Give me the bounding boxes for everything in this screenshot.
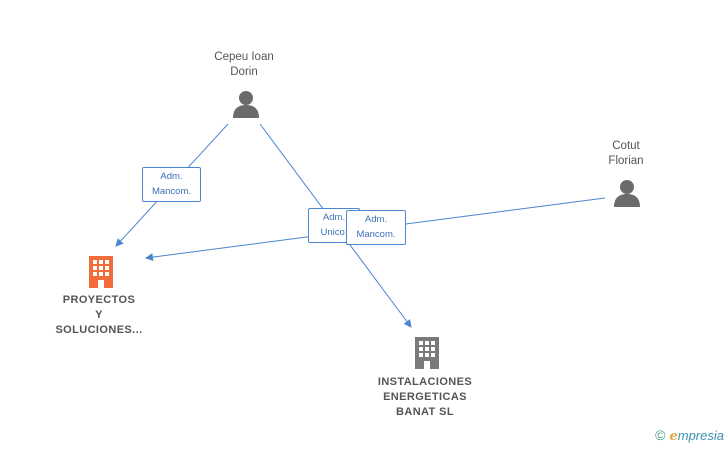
person-name-line1: Cotut — [612, 140, 640, 152]
company-name-line1: INSTALACIONES — [377, 376, 473, 388]
building-icon[interactable] — [412, 335, 442, 369]
role-line2: Mancom. — [151, 186, 192, 197]
building-icon[interactable] — [86, 254, 116, 288]
person-name-line1: Cepeu Ioan — [214, 51, 274, 63]
person-name-line2: Florian — [608, 155, 644, 167]
role-line2: Mancom. — [356, 229, 396, 240]
company-name-line3: BANAT SL — [396, 406, 454, 418]
brand-logo-text: mpresia — [677, 428, 724, 443]
company-name-line2: Y — [95, 309, 103, 321]
company-name-line3: SOLUCIONES... — [55, 324, 143, 336]
company-name-line2: ENERGETICAS — [383, 391, 467, 403]
copyright-symbol: © — [655, 427, 666, 443]
brand-logo-e: e — [669, 429, 678, 444]
role-line2: Unico. — [320, 227, 348, 238]
company-node-proyectos[interactable]: PROYECTOS Y SOLUCIONES... — [29, 293, 169, 338]
edge-label-cotut-proyectos[interactable]: Adm. Mancom. — [346, 210, 406, 245]
role-line1: Adm. — [160, 171, 183, 182]
company-name-line1: PROYECTOS — [62, 294, 136, 306]
edge-label-cepeu-proyectos[interactable]: Adm. Mancom. — [142, 167, 201, 202]
empresia-watermark: ©empresia — [655, 427, 724, 444]
person-icon[interactable] — [231, 89, 261, 119]
role-line1: Adm. — [364, 214, 388, 225]
role-line1: Adm. — [322, 212, 346, 223]
person-name-line2: Dorin — [230, 66, 258, 78]
company-node-instalaciones[interactable]: INSTALACIONES ENERGETICAS BANAT SL — [355, 375, 495, 420]
person-node-cepeu[interactable]: Cepeu Ioan Dorin — [184, 50, 304, 80]
person-node-cotut[interactable]: Cotut Florian — [566, 139, 686, 169]
person-icon[interactable] — [612, 178, 642, 208]
